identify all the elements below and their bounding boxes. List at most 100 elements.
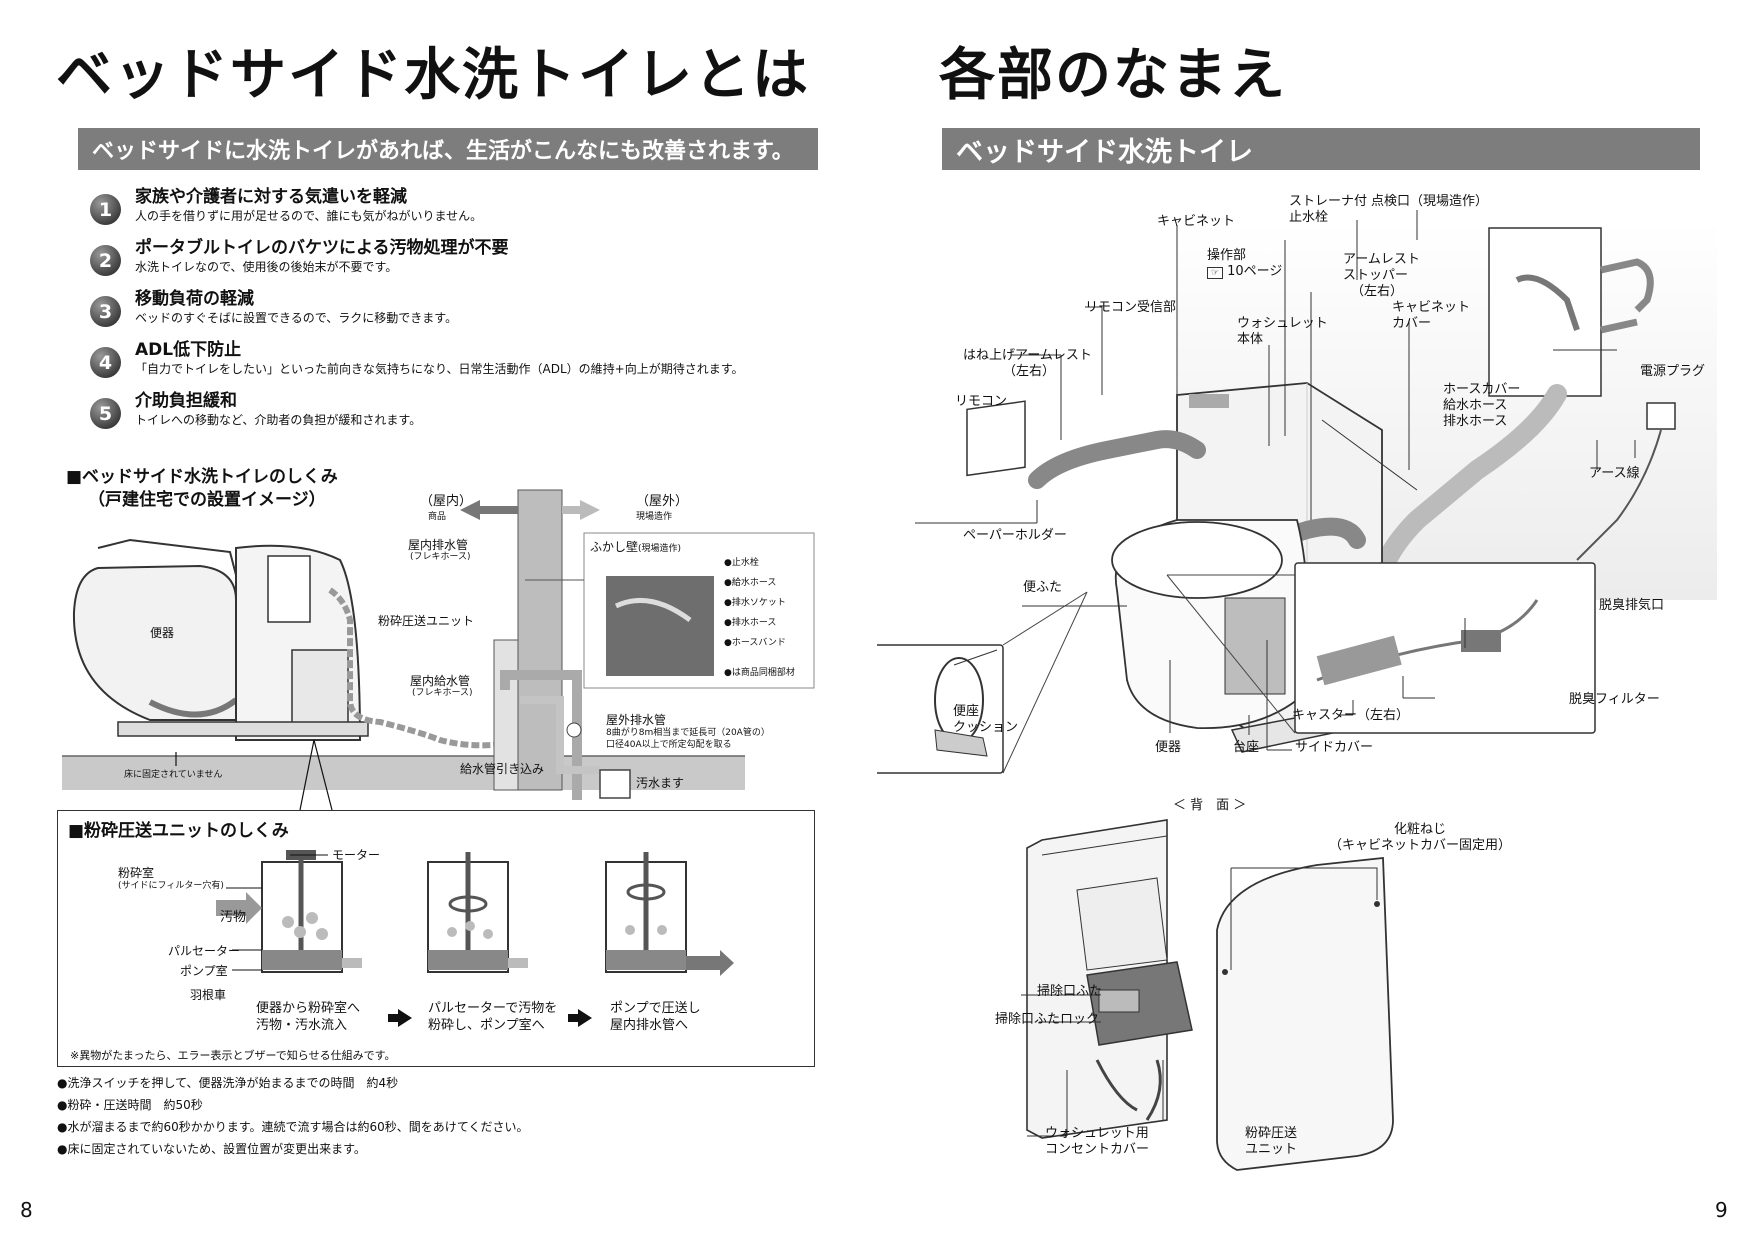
pump-room-label: ポンプ室 bbox=[180, 964, 228, 978]
outdoor-drain-note: 口径40A以上で所定勾配を取る bbox=[606, 740, 732, 750]
arrow-icon bbox=[578, 1009, 592, 1027]
label-remote: リモコン bbox=[955, 394, 1008, 409]
back-view bbox=[1026, 819, 1193, 1139]
indoor-supply-sub: (フレキホース) bbox=[412, 688, 473, 698]
label-hoses: ホースカバー給水ホース排水ホース bbox=[1443, 382, 1521, 429]
arrow-icon bbox=[568, 1014, 578, 1022]
number-badge: 2 bbox=[90, 245, 121, 276]
note-line: ●水が溜まるまで約60秒かかります。連続で流す場合は約60秒、間をあけてください… bbox=[57, 1120, 529, 1134]
label-inspection: 点検口（現場造作） bbox=[1371, 194, 1489, 209]
label-power-plug: 電源プラグ bbox=[1640, 364, 1706, 379]
label-deodor-filter: 脱臭フィルター bbox=[1569, 692, 1660, 707]
page-number: 9 bbox=[1715, 1198, 1728, 1222]
label-flip-armrest: はね上げアームレスト（左右） bbox=[963, 348, 1092, 379]
number-badge: 5 bbox=[90, 398, 121, 429]
outdoor-drain-note: 8曲がり8m相当まで延長可（20A管の） bbox=[606, 728, 770, 738]
label-earth: アース線 bbox=[1589, 466, 1640, 481]
arrow-icon bbox=[388, 1014, 398, 1022]
deodor-inset bbox=[1294, 562, 1596, 734]
number-badge: 3 bbox=[90, 296, 121, 327]
wall-item: ●給水ホース bbox=[724, 578, 777, 588]
impeller-label: 羽根車 bbox=[190, 988, 227, 1002]
step-3-caption: ポンプで圧送し屋内排水管へ bbox=[610, 1001, 701, 1033]
installation-diagram bbox=[62, 489, 815, 811]
section-band: ベッドサイドに水洗トイレがあれば、生活がこんなにも改善されます。 bbox=[78, 128, 818, 170]
crusher-box bbox=[291, 649, 349, 731]
supply-inlet-label: 給水管引き込み bbox=[460, 762, 545, 776]
label-crusher: 粉砕圧送ユニット bbox=[1245, 1126, 1298, 1157]
indoor-sub-label: 商品 bbox=[428, 512, 447, 522]
page-title: 各部のなまえ bbox=[939, 43, 1287, 108]
step-1-caption: 便器から粉砕室へ汚物・汚水流入 bbox=[256, 1001, 361, 1033]
false-wall-label: ふかし壁(現場造作) bbox=[590, 540, 682, 554]
label-armrest-stopper: アームレストストッパー（左右） bbox=[1343, 252, 1420, 299]
benefit-desc: 「自力でトイレをしたい」といった前向きな気持ちになり、日常生活動作（ADL）の維… bbox=[135, 362, 744, 376]
label-lid: 便ふた bbox=[1023, 580, 1063, 595]
benefit-desc: ベッドのすぐそばに設置できるので、ラクに移動できます。 bbox=[135, 311, 458, 325]
benefit-title: 家族や介護者に対する気遣いを軽減 bbox=[135, 187, 407, 207]
label-remote-receiver: リモコン受信部 bbox=[1085, 300, 1177, 315]
crush-room-label: 粉砕室 bbox=[118, 866, 155, 880]
unit-title: ■粉砕圧送ユニットのしくみ bbox=[68, 821, 289, 841]
benefit-desc: 水洗トイレなので、使用後の後始末が不要です。 bbox=[135, 260, 398, 274]
stage-3 bbox=[605, 852, 734, 976]
note-line: ●床に固定されていないため、設置位置が変更出来ます。 bbox=[57, 1142, 366, 1156]
lid-shape bbox=[1111, 521, 1283, 599]
label-back-view: ＜ 背 面 ＞ bbox=[1173, 798, 1247, 813]
waste-label: 汚物 bbox=[220, 910, 247, 925]
number-badge: 1 bbox=[90, 194, 121, 225]
label-cabinet: キャビネット bbox=[1157, 214, 1236, 229]
remote-shape bbox=[966, 400, 1026, 477]
stage-2 bbox=[427, 852, 528, 973]
unit-diagrams bbox=[216, 850, 734, 976]
benefit-item: 2 ポータブルトイレのバケツによる汚物処理が不要水洗トイレなので、使用後の後始末… bbox=[90, 237, 830, 288]
cabinet-cover-back bbox=[1216, 857, 1394, 1171]
sewage-label: 汚水ます bbox=[636, 776, 685, 790]
label-outlet-cover: ウォシュレット用コンセントカバー bbox=[1045, 1126, 1150, 1157]
label-base: 台座 bbox=[1233, 740, 1260, 755]
note-line: ●洗浄スイッチを押して、便器洗浄が始まるまでの時間 約4秒 bbox=[57, 1076, 399, 1090]
indoor-supply-label: 屋内給水管 bbox=[410, 674, 471, 688]
label-side-cover: サイドカバー bbox=[1295, 740, 1374, 755]
benefit-title: ポータブルトイレのバケツによる汚物処理が不要 bbox=[135, 238, 509, 258]
label-deodor-exhaust: 脱臭排気口 bbox=[1599, 598, 1665, 613]
flip-armrest bbox=[1028, 430, 1206, 489]
label-cleanout-lid: 掃除口ふた bbox=[1037, 984, 1103, 999]
outdoor-sub-label: 現場造作 bbox=[636, 512, 673, 522]
benefit-item: 5 介助負担緩和トイレへの移動など、介助者の負担が緩和されます。 bbox=[90, 390, 830, 441]
benefit-title: ADL低下防止 bbox=[135, 340, 242, 360]
wall-item: ●ホースバンド bbox=[724, 638, 786, 648]
label-strainer: ストレーナ付止水栓 bbox=[1289, 194, 1368, 225]
crush-room-sub: (サイドにフィルター穴有) bbox=[118, 881, 224, 891]
label-seat-cushion: 便座クッション bbox=[953, 704, 1019, 735]
label-caster: キャスター（左右） bbox=[1292, 708, 1410, 723]
label-control: 操作部 ☞ 10ページ bbox=[1207, 248, 1283, 279]
motor-label: モーター bbox=[332, 848, 381, 862]
label-paper-holder: ペーパーホルダー bbox=[963, 528, 1067, 543]
indoor-drain-label: 屋内排水管 bbox=[408, 538, 469, 552]
benefit-list: 1 家族や介護者に対する気遣いを軽減人の手を借りずに用が足せるので、誰にも気がね… bbox=[90, 186, 830, 441]
label-washlet: ウォシュレット本体 bbox=[1237, 316, 1328, 347]
benefit-item: 1 家族や介護者に対する気遣いを軽減人の手を借りずに用が足せるので、誰にも気がね… bbox=[90, 186, 830, 237]
benefit-desc: トイレへの移動など、介助者の負担が緩和されます。 bbox=[135, 413, 422, 427]
power-plug-shape bbox=[1646, 402, 1676, 430]
wall-item-note: ●は商品同梱部材 bbox=[724, 668, 795, 678]
hose-cover bbox=[1377, 384, 1567, 570]
note-line: ●粉砕・圧送時間 約50秒 bbox=[57, 1098, 203, 1112]
notes: ●洗浄スイッチを押して、便器洗浄が始まるまでの時間 約4秒 ●粉砕・圧送時間 約… bbox=[57, 1072, 528, 1160]
wall-item: ●止水栓 bbox=[724, 558, 759, 568]
label-screw: 化粧ねじ（キャビネットカバー固定用） bbox=[1329, 822, 1512, 853]
indoor-label: （屋内） bbox=[420, 494, 473, 509]
benefit-desc: 人の手を借りずに用が足せるので、誰にも気がねがいりません。 bbox=[135, 209, 483, 223]
outdoor-label: （屋外） bbox=[636, 494, 689, 509]
left-page: ベッドサイド水洗トイレとは ベッドサイドに水洗トイレがあれば、生活がこんなにも改… bbox=[20, 43, 830, 1222]
indoor-drain-sub: (フレキホース) bbox=[410, 552, 471, 562]
side-cover bbox=[1224, 597, 1286, 695]
step-2-caption: パルセーターで汚物を粉砕し、ポンプ室へ bbox=[428, 1001, 558, 1033]
arrow-icon bbox=[398, 1009, 412, 1027]
inspection-box bbox=[1488, 227, 1602, 397]
mechanism-title: ■ベッドサイド水洗トイレのしくみ （戸建住宅での設置イメージ） bbox=[66, 467, 338, 510]
outdoor-drain-label: 屋外排水管 bbox=[606, 713, 667, 727]
label-bowl: 便器 bbox=[1155, 740, 1182, 755]
benefit-title: 移動負荷の軽減 bbox=[135, 289, 254, 309]
